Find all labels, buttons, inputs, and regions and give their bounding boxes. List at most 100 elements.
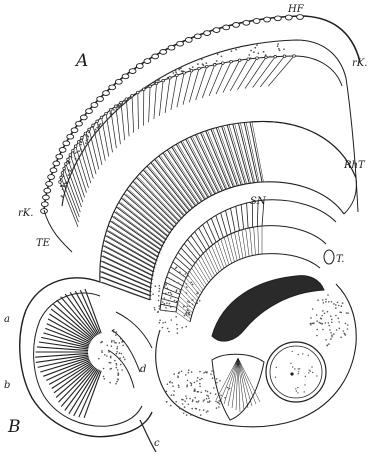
rim-bead [136, 64, 143, 69]
stipple-dot [186, 312, 188, 314]
rim-bead [122, 74, 129, 79]
stipple-dot [328, 322, 330, 324]
nucleus-dot [294, 368, 295, 369]
rod-a-head [92, 124, 95, 127]
rod-a-head [88, 128, 91, 131]
stipple-dot [269, 56, 271, 58]
b-ray [57, 300, 94, 338]
stipple-dot [191, 408, 193, 410]
stipple-dot [178, 282, 180, 284]
stipple-dot [212, 377, 214, 379]
stipple-dot [321, 323, 323, 325]
inner-fiber [231, 234, 237, 261]
rim-bead [86, 109, 93, 114]
stipple-dot [250, 50, 252, 52]
stipple-dot [186, 398, 188, 400]
label-d: d [140, 364, 146, 375]
stipple-dot [216, 407, 218, 409]
inner-rod [207, 221, 216, 242]
stipple-dot [210, 373, 212, 375]
rht-rod-shadow [102, 266, 152, 288]
stipple-dot [312, 308, 314, 310]
rht-rod-layer [100, 121, 357, 300]
stipple-dot [170, 292, 172, 294]
inner-rod [191, 236, 203, 254]
stipple-dot [221, 56, 223, 58]
stipple-dot [184, 400, 186, 402]
stipple-dot [157, 312, 159, 314]
stipple-dot [164, 303, 166, 305]
rod-a-head [131, 95, 134, 98]
stipple-dot [168, 331, 170, 333]
stipple-dot [191, 385, 193, 387]
rod-a-head [169, 77, 172, 80]
stipple-dot [191, 371, 193, 373]
rht-rod [101, 256, 152, 280]
stipple-dot [145, 86, 147, 88]
stipple-dot [173, 280, 175, 282]
t-oval [324, 250, 334, 264]
stipple-dot [343, 330, 345, 332]
stipple-dot [117, 372, 119, 374]
rht-rod [227, 125, 245, 184]
stipple-dot [181, 399, 183, 401]
stipple-dot [117, 374, 119, 376]
stipple-dot [316, 335, 318, 337]
stipple-dot [331, 336, 333, 338]
nucleus-dot [305, 376, 306, 377]
rod-a-head [61, 172, 64, 175]
stipple-dot [196, 293, 198, 295]
stipple-dot [253, 51, 255, 53]
rod-a [202, 65, 214, 98]
stipple-dot [187, 275, 189, 277]
rim-bead [185, 38, 192, 43]
stipple-dot [187, 305, 189, 307]
stipple-dot [178, 69, 180, 71]
stipple-dot [184, 315, 186, 317]
stipple-dot [85, 142, 87, 144]
stipple-dot [170, 306, 172, 308]
rod-a-head [81, 136, 84, 139]
stipple-dot [188, 404, 190, 406]
stipple-dot [189, 398, 191, 400]
rod-a-head [293, 55, 296, 58]
inner-fiber [194, 265, 207, 285]
b-ray [35, 353, 88, 357]
stipple-dot [101, 352, 103, 354]
inner-fiber [196, 262, 209, 283]
stipple-dot [324, 313, 326, 315]
stipple-dot [99, 125, 101, 127]
stipple-dot [185, 395, 187, 397]
stipple-dot [313, 322, 315, 324]
stipple-dot [329, 329, 331, 331]
stipple-dot [116, 364, 118, 366]
stipple-dot [116, 367, 118, 369]
stipple-dot [194, 382, 196, 384]
rod-a-head [72, 149, 75, 152]
rod-a-head [59, 181, 62, 184]
rod-a-head [137, 91, 140, 94]
stipple-dot [338, 321, 340, 323]
stipple-dot [157, 80, 159, 82]
stipple-dot [185, 374, 187, 376]
stipple-dot [170, 405, 172, 407]
nucleus-dot [298, 368, 299, 369]
stipple-dot [347, 324, 349, 326]
rht-rods [100, 121, 357, 300]
stipple-dot [113, 340, 115, 342]
stipple-dot [189, 68, 191, 70]
stipple-dot [115, 383, 117, 385]
stipple-dot [98, 358, 100, 360]
inner-rod [188, 240, 201, 257]
inner-fiber [242, 230, 246, 257]
label-rht: RhT [343, 160, 366, 171]
nucleus-dot [292, 351, 293, 352]
stipple-dot [121, 369, 123, 371]
stipple-dot [177, 328, 179, 330]
stipple-dot [159, 308, 161, 310]
stipple-dot [171, 382, 173, 384]
rod-a [111, 110, 117, 148]
nucleus-dot [298, 373, 299, 374]
structure-b-fan [20, 278, 156, 452]
stipple-dot [263, 51, 265, 53]
